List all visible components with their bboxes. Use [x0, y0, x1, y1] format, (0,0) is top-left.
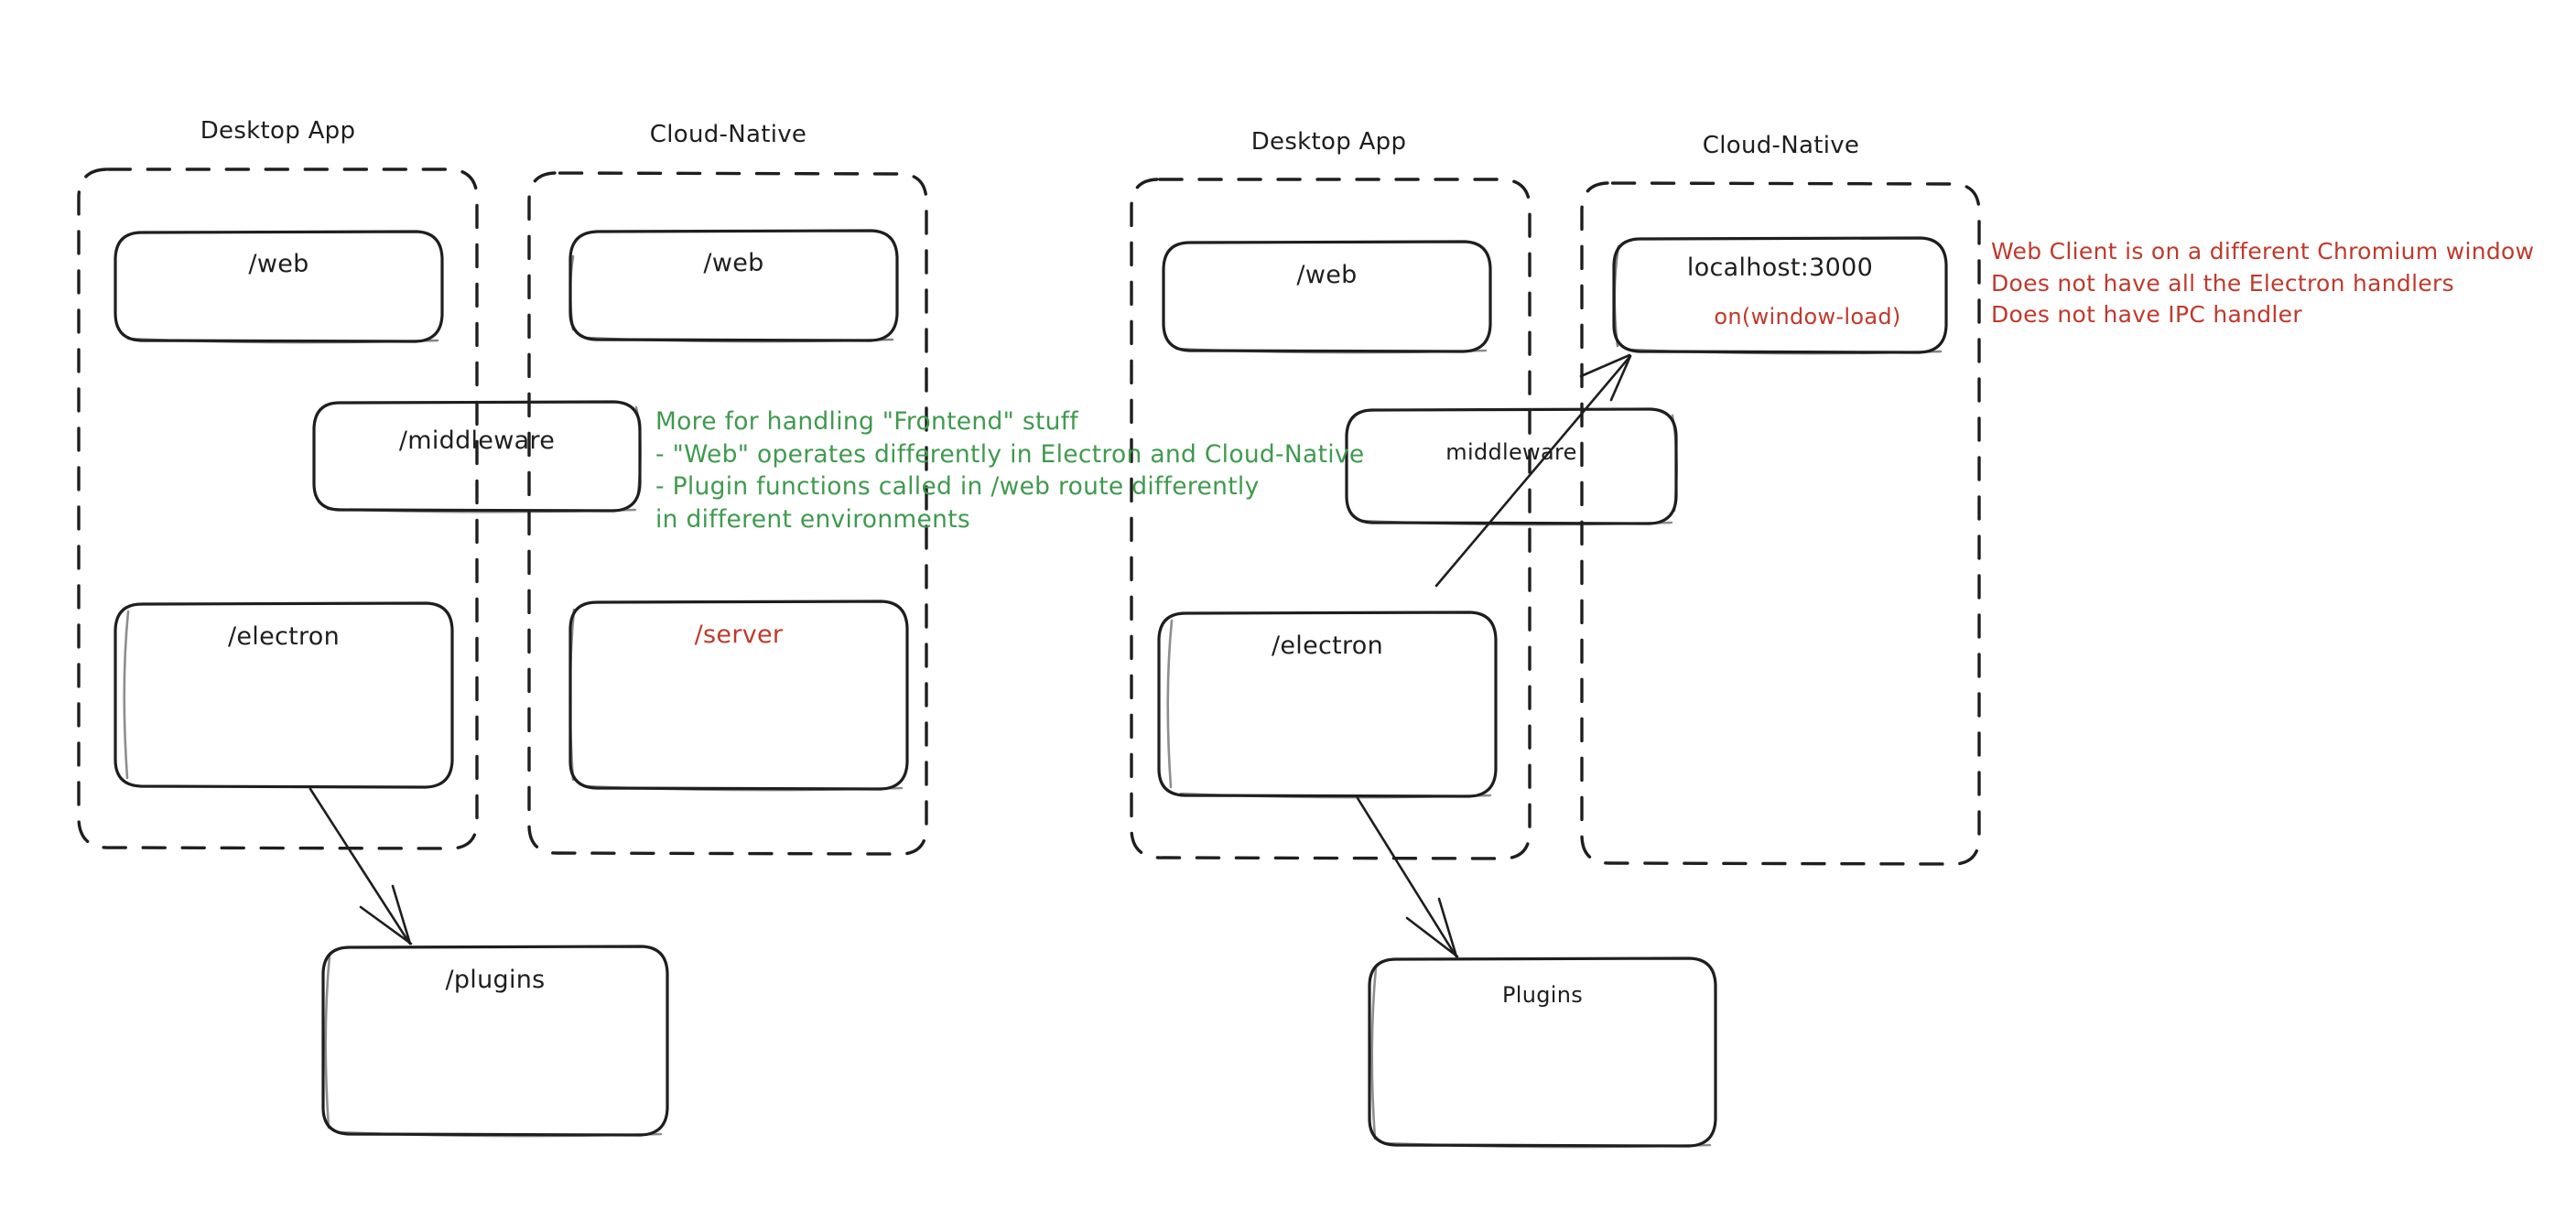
arrow-left-electron-to-plugins [308, 787, 413, 946]
box-right-middleware[interactable] [1345, 407, 1678, 526]
group-left-desktop-app [77, 168, 479, 850]
box-right-plugins[interactable] [1368, 956, 1717, 1149]
box-label-left-server: /server [694, 621, 784, 649]
box-left-middleware[interactable] [312, 400, 642, 513]
box-label-right-middleware: middleware [1445, 439, 1577, 465]
box-label-right-electron: /electron [1271, 632, 1384, 660]
box-right-desktop-web[interactable] [1162, 240, 1492, 354]
box-label-right-plugins: Plugins [1501, 982, 1584, 1008]
box-label-left-desktop-web: /web [248, 250, 309, 278]
box-label-left-electron: /electron [227, 622, 341, 651]
box-left-server[interactable] [568, 600, 909, 792]
group-right-desktop-app [1130, 178, 1532, 860]
annotation-green-note: More for handling "Frontend" stuff - "We… [655, 407, 1365, 534]
box-right-electron[interactable] [1157, 611, 1498, 799]
box-left-desktop-web[interactable] [114, 230, 444, 344]
box-right-localhost[interactable] [1612, 236, 1948, 355]
arrow-right-electron-to-localhost [1434, 353, 1632, 588]
box-left-plugins[interactable] [321, 945, 669, 1138]
group-label-left-desktop-app: Desktop App [200, 117, 356, 145]
box-sublabel-right-localhost-on-window-load: on(window-load) [1714, 304, 1901, 330]
box-left-cloud-web[interactable] [568, 229, 899, 343]
annotation-red-note: Web Client is on a different Chromium wi… [1991, 238, 2535, 328]
box-label-left-cloud-web: /web [703, 249, 764, 277]
box-left-electron[interactable] [114, 601, 454, 789]
group-label-left-cloud-native: Cloud-Native [649, 121, 807, 148]
group-left-cloud-native [527, 171, 928, 856]
group-label-right-cloud-native: Cloud-Native [1702, 132, 1860, 159]
group-right-cloud-native [1580, 181, 1981, 866]
group-label-right-desktop-app: Desktop App [1250, 128, 1407, 156]
box-label-right-desktop-web: /web [1296, 261, 1358, 289]
box-label-left-plugins: /plugins [445, 966, 546, 994]
arrow-right-electron-to-plugins [1356, 796, 1459, 958]
box-label-left-middleware: /middleware [398, 427, 556, 455]
box-label-right-localhost: localhost:3000 [1686, 254, 1874, 282]
